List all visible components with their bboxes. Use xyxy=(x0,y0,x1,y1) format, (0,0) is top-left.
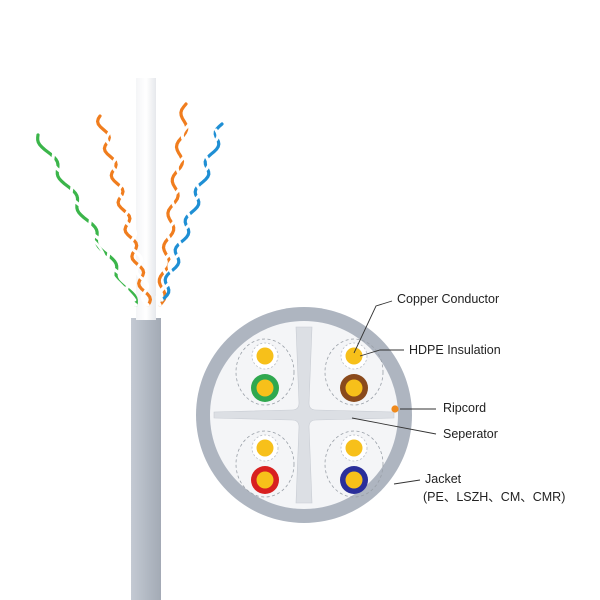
leader-hdpe xyxy=(359,349,404,357)
label-ripcord: Ripcord xyxy=(443,401,487,415)
copper-conductor xyxy=(256,347,274,365)
pair-dashed-outline xyxy=(235,338,295,406)
copper-conductor xyxy=(345,347,363,365)
copper-conductor xyxy=(345,439,363,457)
leader-separator xyxy=(351,417,437,435)
twisted-pairs xyxy=(14,102,224,307)
copper-conductor xyxy=(256,471,274,489)
white-strand-1 xyxy=(14,186,135,302)
label-jacket-materials: (PE、LSZH、CM、CMR) xyxy=(423,490,566,504)
leader-lines xyxy=(351,300,437,485)
pair-dashed-outline xyxy=(235,430,295,498)
leader-jacket xyxy=(393,479,421,485)
copper-conductor xyxy=(256,439,274,457)
leader-copper xyxy=(353,300,393,354)
blue-white-wire xyxy=(158,128,220,302)
pair-dashed-outline xyxy=(324,338,384,406)
green-wire xyxy=(36,133,138,307)
green-white-wire xyxy=(42,138,138,307)
pair-red xyxy=(235,430,295,498)
label-separator: Seperator xyxy=(443,427,498,441)
label-copper-conductor: Copper Conductor xyxy=(397,292,500,306)
label-jacket: Jacket xyxy=(425,472,462,486)
label-hdpe-insulation: HDPE Insulation xyxy=(409,343,501,357)
ripcord-dot xyxy=(391,405,399,413)
white-strand-2 xyxy=(31,146,137,302)
orange-wire xyxy=(95,114,153,307)
cable-jacket-body xyxy=(131,318,161,600)
orange-white-wire xyxy=(104,118,150,307)
orange-white-wire-2 xyxy=(155,108,195,307)
pair-green xyxy=(235,338,295,406)
copper-conductor xyxy=(345,379,363,397)
copper-conductor xyxy=(256,379,274,397)
cable-cross-section xyxy=(196,307,412,523)
pair-dashed-outline xyxy=(324,430,384,498)
cross-separator xyxy=(213,326,395,504)
copper-conductor xyxy=(345,471,363,489)
pair-blue xyxy=(324,430,384,498)
pair-brown xyxy=(324,338,384,406)
